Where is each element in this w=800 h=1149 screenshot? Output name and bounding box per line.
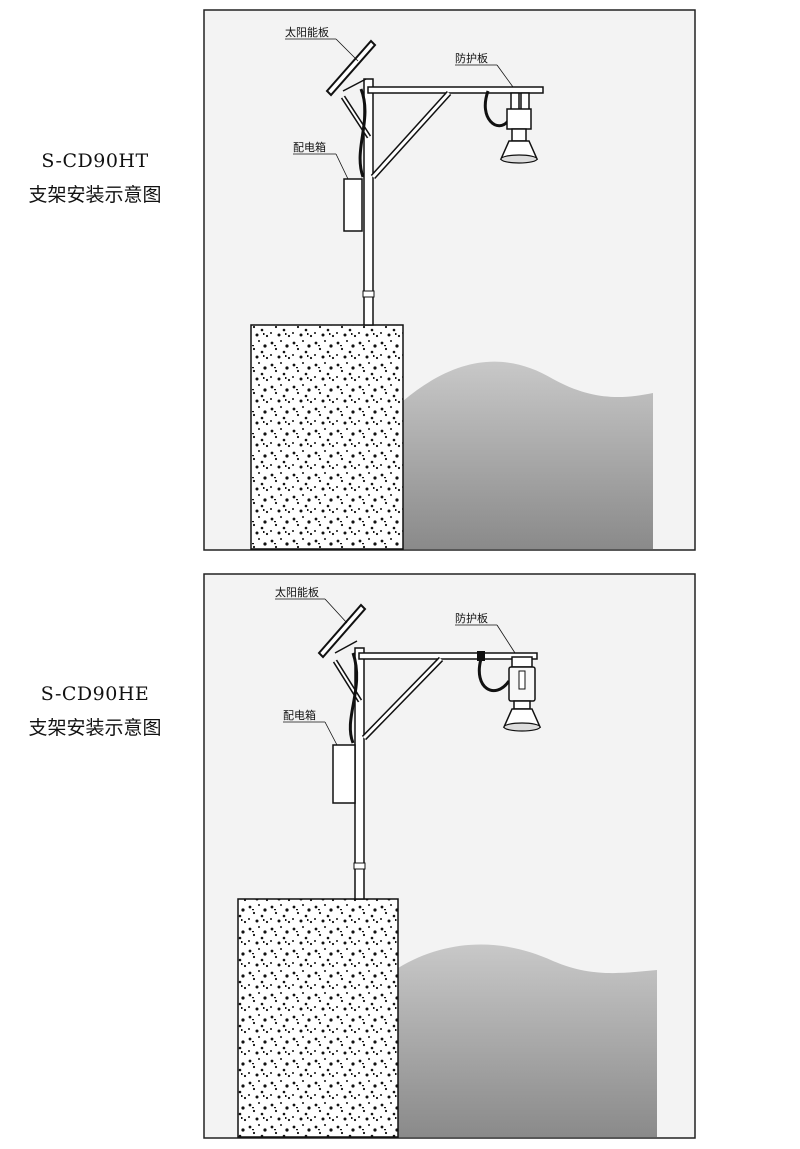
concrete-foundation [250,324,404,550]
cable [348,652,359,744]
installation-diagram: 太阳能板 防护板 配电箱 [203,9,696,551]
concrete-foundation [237,898,399,1138]
support-pole [363,78,374,326]
distribution-box-label: 配电箱 [293,140,326,154]
bracket-arm [358,652,538,660]
model-label: S-CD90HE [40,683,150,705]
water-body [398,944,657,1137]
radar-sensor [502,656,542,732]
solar-panel-label: 太阳能板 [285,25,329,39]
protection-plate-label: 防护板 [455,611,488,625]
cable [358,88,367,178]
distribution-box-label: 配电箱 [283,708,316,722]
model-label: S-CD90HT [41,150,149,172]
distribution-box [343,178,363,232]
description-label: 支架安装示意图 [28,717,162,739]
solar-panel [317,603,367,659]
solar-panel-label: 太阳能板 [275,585,319,599]
solar-panel [325,39,377,97]
pole-joint [362,290,375,298]
installation-diagram: 太阳能板 防护板 配电箱 [203,573,696,1139]
diagram-caption: S-CD90HT 支架安装示意图 [0,150,190,207]
protection-plate-label: 防护板 [455,51,488,65]
water-body [403,361,653,549]
radar-sensor [499,92,539,164]
distribution-box [332,744,356,804]
diagram-caption: S-CD90HE 支架安装示意图 [0,683,190,740]
pole-joint [353,862,366,870]
bracket-arm [367,86,544,94]
description-label: 支架安装示意图 [28,184,162,206]
